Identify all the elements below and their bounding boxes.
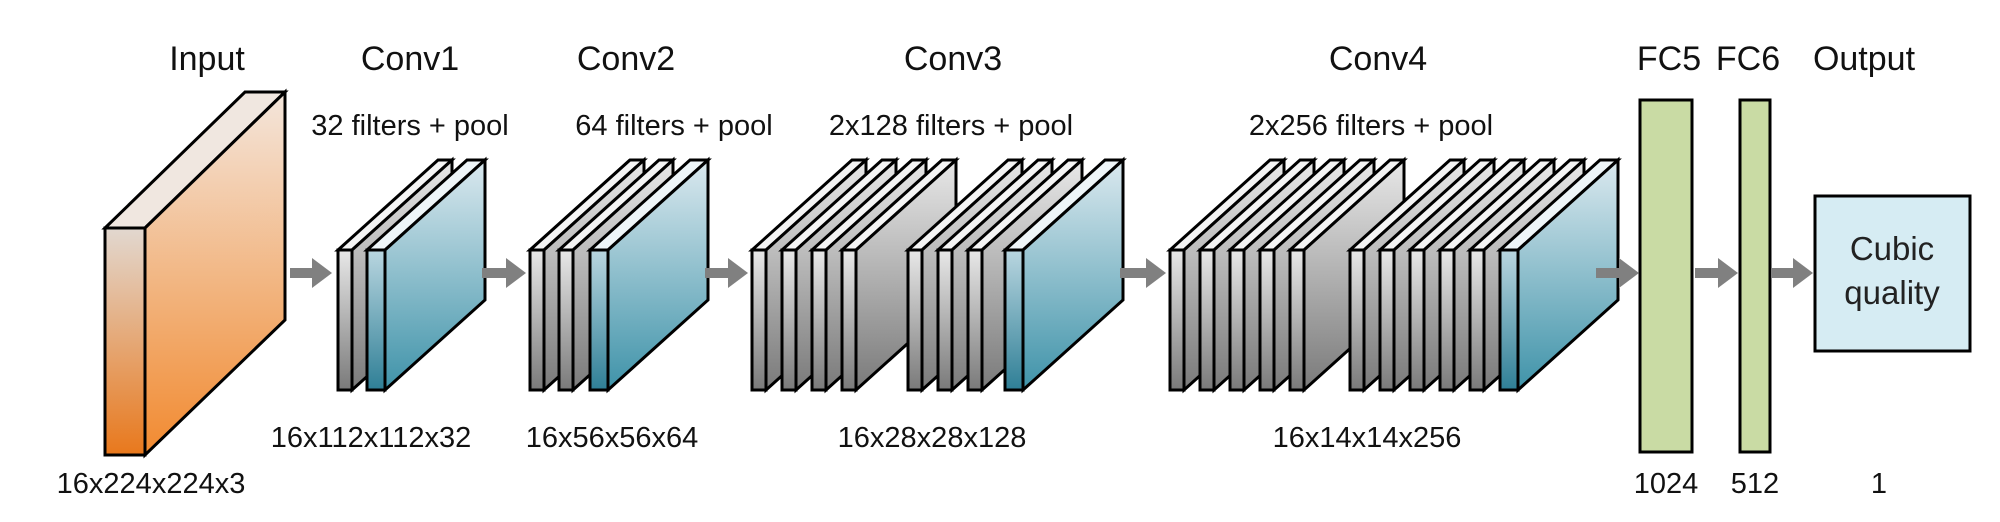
conv4-block xyxy=(1166,156,1622,394)
conv3-dims: 16x28x28x128 xyxy=(838,422,1027,454)
conv4-title: Conv4 xyxy=(1329,40,1427,78)
conv3-block xyxy=(748,156,1127,394)
conv1-title: Conv1 xyxy=(361,40,459,78)
input-dims: 16x224x224x3 xyxy=(57,468,246,500)
output-box-line1: Cubic xyxy=(1850,230,1934,267)
conv4-filters: 2x256 filters + pool xyxy=(1249,110,1493,142)
fc5-dims: 1024 xyxy=(1634,468,1699,500)
conv1-block xyxy=(334,156,489,394)
arrow-conv1-conv2 xyxy=(482,258,526,288)
arrow-conv4-fc5 xyxy=(1596,258,1639,288)
fc5-title: FC5 xyxy=(1637,40,1701,78)
conv2-title: Conv2 xyxy=(577,40,675,78)
fc6-bar xyxy=(1738,98,1772,454)
conv3-filters: 2x128 filters + pool xyxy=(829,110,1073,142)
arrow-input-conv1 xyxy=(290,258,332,288)
output-box-line2: quality xyxy=(1844,274,1940,311)
input-title: Input xyxy=(169,40,245,78)
fc6-title: FC6 xyxy=(1716,40,1780,78)
input-block xyxy=(101,88,289,459)
conv1-filters: 32 filters + pool xyxy=(311,110,508,142)
conv3-title: Conv3 xyxy=(904,40,1002,78)
conv2-dims: 16x56x56x64 xyxy=(526,422,699,454)
fc5-bar xyxy=(1638,98,1694,454)
fc6-dims: 512 xyxy=(1731,468,1779,500)
arrow-conv3-conv4 xyxy=(1120,258,1166,288)
conv4-dims: 16x14x14x256 xyxy=(1273,422,1462,454)
arrow-fc5-fc6 xyxy=(1695,258,1738,288)
conv2-filters: 64 filters + pool xyxy=(575,110,772,142)
conv1-dims: 16x112x112x32 xyxy=(271,422,471,454)
conv2-block xyxy=(526,156,712,394)
output-box xyxy=(1813,194,1972,353)
arrow-conv2-conv3 xyxy=(705,258,748,288)
output-dims: 1 xyxy=(1871,468,1887,500)
arrow-fc6-output xyxy=(1772,258,1813,288)
output-title: Output xyxy=(1813,40,1916,78)
